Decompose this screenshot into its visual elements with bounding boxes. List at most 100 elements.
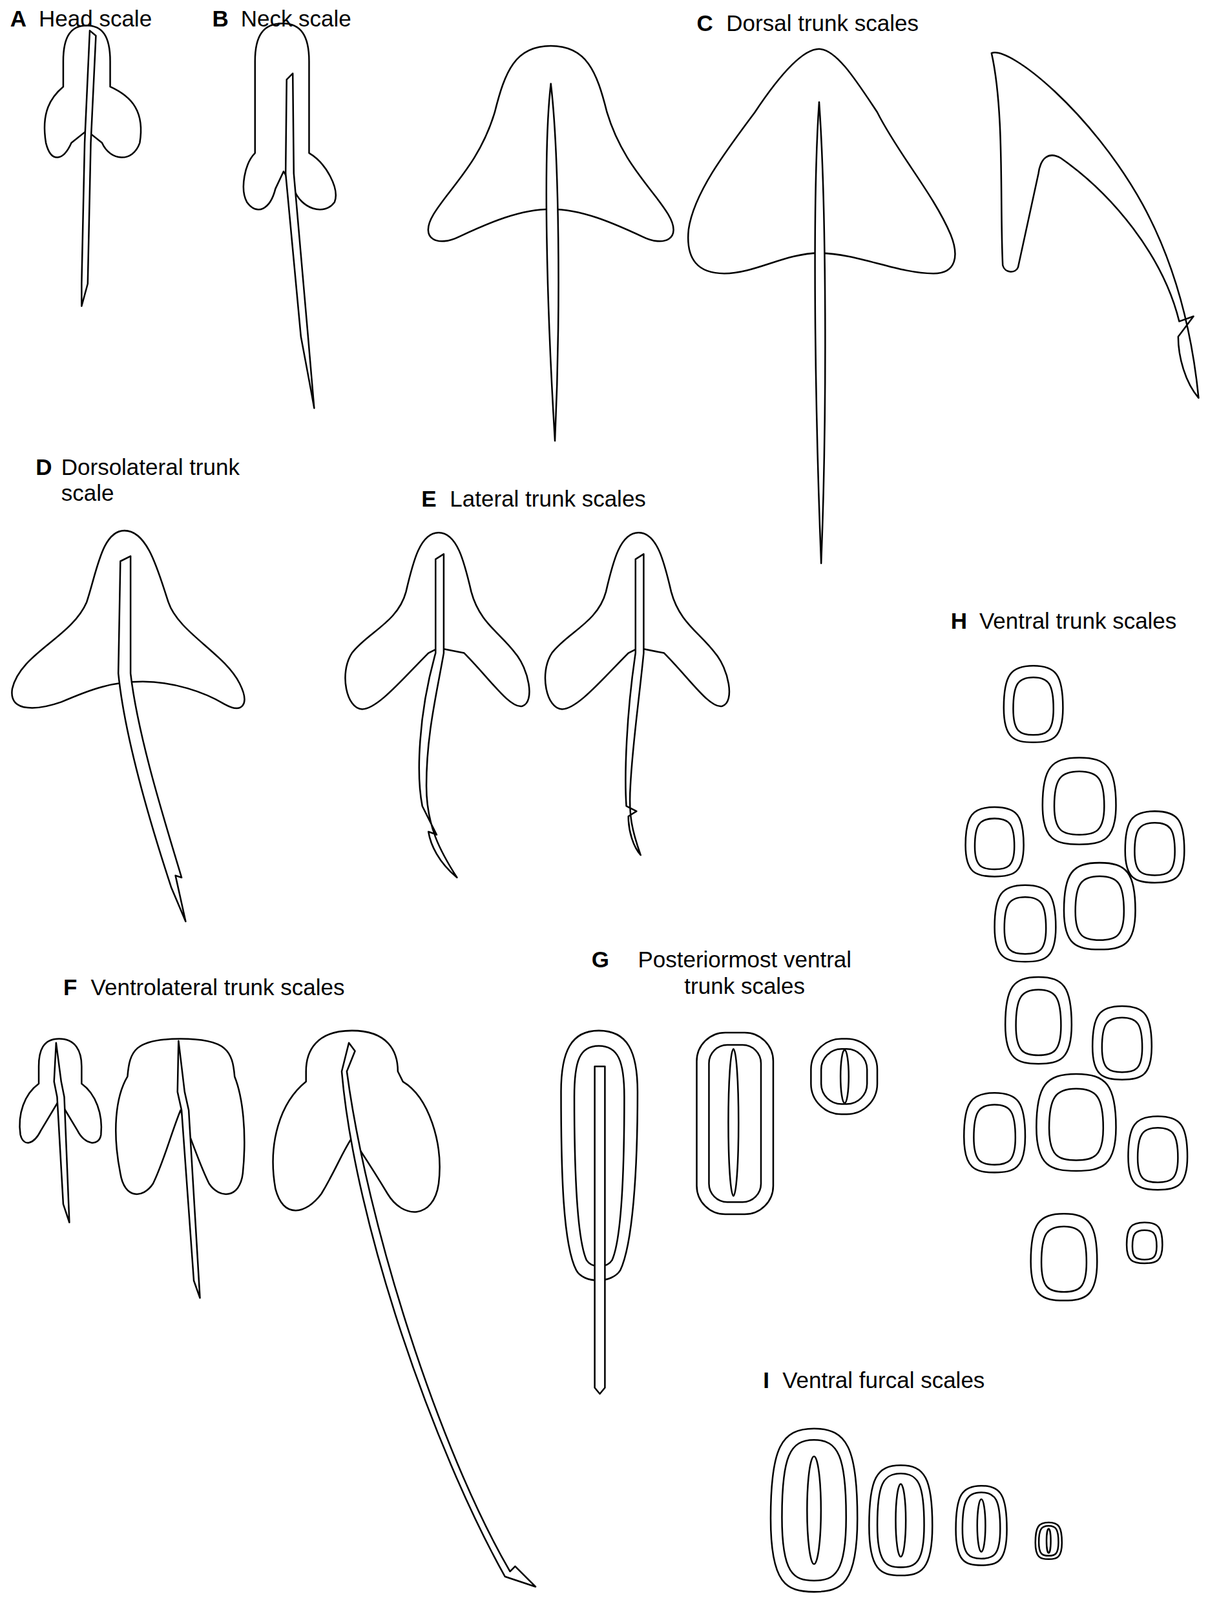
- ventrolateral-trunk-scale: [19, 1038, 101, 1223]
- lateral-trunk-scale: [344, 532, 530, 878]
- ventral-furcal-scales-outline: [868, 1465, 933, 1576]
- ventral-trunk-scales-outline: [965, 806, 1024, 876]
- ventral-furcal-scales-outline: [770, 1428, 858, 1592]
- ventral-trunk-scales-outline: [1134, 822, 1175, 875]
- ventral-trunk-scales-outline: [1102, 1017, 1143, 1072]
- dorsolateral-trunk-scale: [11, 530, 245, 922]
- ventral-trunk-scales-outline: [974, 818, 1015, 870]
- neck-scale-outline: [285, 73, 314, 409]
- ventral-trunk-scales-outline: [1125, 810, 1185, 883]
- ventral-trunk-scales-outline: [1127, 1116, 1188, 1190]
- head-scale: [44, 25, 141, 306]
- ventral-trunk-scales-outline: [1016, 989, 1062, 1055]
- panel-letter: G: [591, 946, 610, 972]
- lateral-trunk-scale: [545, 532, 730, 855]
- ventrolateral-trunk-scale: [115, 1038, 245, 1298]
- ventral-trunk-scales-outline: [1005, 976, 1072, 1064]
- ventral-trunk-scales-outline: [973, 1104, 1015, 1165]
- panel-title-box: Lateral trunk scales: [449, 485, 646, 512]
- panel-letter-box: B: [211, 5, 229, 32]
- ventral-trunk-scales-outline: [1063, 862, 1136, 949]
- ventral-trunk-scales-outline: [994, 885, 1057, 962]
- dorsal-trunk-scale-side: [991, 52, 1199, 398]
- posteriormost-ventral-scale-outline: [728, 1048, 739, 1196]
- ventral-trunk-scales-outline: [1049, 1088, 1104, 1161]
- panel-letter: A: [10, 5, 27, 32]
- panel-title-box: Posteriormost ventral trunk scales: [618, 946, 872, 999]
- ventral-trunk-scales-outline: [1031, 1213, 1098, 1300]
- panel-letter-box: H: [950, 607, 968, 634]
- panel-title: Neck scale: [240, 5, 352, 32]
- ventral-trunk-scales-outline: [1075, 875, 1125, 940]
- ventrolateral-trunk-scale-outline: [273, 1030, 440, 1212]
- ventral-furcal-scales-outline: [877, 1472, 924, 1567]
- panel-title-box: Ventrolateral trunk scales: [91, 974, 345, 1001]
- panel-title-box: Dorsolateral trunk scale: [61, 454, 276, 507]
- ventral-furcal-scales-outline: [781, 1439, 846, 1581]
- ventral-trunk-scales-outline: [1036, 1073, 1116, 1171]
- lateral-trunk-scale-outline: [419, 553, 458, 878]
- dorsal-trunk-scale-outline: [815, 102, 826, 564]
- ventral-trunk-scales-outline: [1126, 1222, 1163, 1263]
- panel-letter-box: I: [762, 1366, 770, 1393]
- panel-title-box: Dorsal trunk scales: [726, 10, 919, 37]
- ventral-furcal-scales: [770, 1428, 1063, 1592]
- ventrolateral-trunk-scale-outline: [341, 1042, 536, 1587]
- ventral-trunk-scales-outline: [1137, 1127, 1178, 1182]
- panel-letter: I: [762, 1366, 770, 1393]
- posteriormost-ventral-scale-outline: [708, 1044, 761, 1202]
- head-scale-outline: [81, 30, 96, 306]
- panel-title-box: Neck scale: [240, 5, 352, 32]
- panel-letter-box: F: [63, 974, 77, 1001]
- panel-letter-box: G: [591, 946, 610, 973]
- ventral-trunk-scales-outline: [1012, 677, 1053, 735]
- ventral-trunk-scales-outline: [1003, 665, 1064, 742]
- posteriormost-ventral-scale-outline: [697, 1032, 774, 1214]
- panel-letter: H: [950, 607, 968, 634]
- panel-letter: D: [35, 454, 52, 480]
- posteriormost-ventral-scale-outline: [840, 1049, 849, 1103]
- panel-letter: B: [211, 5, 229, 32]
- dorsal-trunk-scale-outline: [546, 83, 559, 441]
- panel-title: Dorsal trunk scales: [726, 10, 919, 36]
- ventral-trunk-scales-outline: [1054, 771, 1105, 835]
- panel-title: Ventrolateral trunk scales: [91, 974, 345, 1000]
- panel-title-box: Ventral furcal scales: [782, 1366, 985, 1393]
- ventrolateral-trunk-scale: [273, 1030, 536, 1587]
- ventral-trunk-scales-outline: [1092, 1005, 1152, 1080]
- panel-title-box: Ventral trunk scales: [979, 607, 1177, 634]
- ventral-trunk-scales-outline: [1132, 1229, 1157, 1260]
- ventral-furcal-scales-outline: [962, 1491, 1001, 1559]
- lateral-trunk-scale-outline: [625, 553, 644, 855]
- ventral-furcal-scales-outline: [977, 1498, 986, 1552]
- neck-scale: [243, 23, 336, 408]
- panel-title: Ventral furcal scales: [782, 1366, 985, 1393]
- posteriormost-ventral-scale: [810, 1038, 878, 1115]
- ventral-furcal-scales-outline: [895, 1483, 906, 1557]
- panel-letter-box: E: [421, 485, 437, 512]
- ventrolateral-trunk-scale-outline: [177, 1040, 201, 1298]
- posteriormost-ventral-scale-outline: [821, 1048, 867, 1104]
- panel-letter: C: [697, 10, 714, 36]
- panel-title-box: Head scale: [38, 5, 152, 32]
- ventral-trunk-scales: [963, 665, 1188, 1300]
- ventral-trunk-scales-outline: [1042, 757, 1117, 844]
- ventral-furcal-scales-outline: [1035, 1521, 1063, 1559]
- posteriormost-ventral-scale-outline: [810, 1038, 878, 1115]
- dorsal-trunk-scale-side-outline: [991, 52, 1199, 398]
- posteriormost-ventral-scale: [697, 1032, 774, 1214]
- panel-title: Lateral trunk scales: [449, 485, 646, 511]
- dorsal-trunk-scale: [428, 45, 674, 441]
- panel-title: Ventral trunk scales: [979, 607, 1177, 634]
- ventral-trunk-scales-outline: [1041, 1226, 1087, 1292]
- ventral-furcal-scales-outline: [806, 1456, 821, 1564]
- panel-letter-box: D: [35, 454, 52, 480]
- panel-title: Head scale: [38, 5, 152, 32]
- panel-title: Posteriormost ventral trunk scales: [637, 946, 852, 998]
- ventral-furcal-scales-outline: [1046, 1528, 1052, 1553]
- panel-title: Dorsolateral trunk scale: [61, 454, 240, 506]
- posteriormost-ventral-scale: [560, 1030, 637, 1394]
- panel-letter-box: A: [10, 5, 27, 32]
